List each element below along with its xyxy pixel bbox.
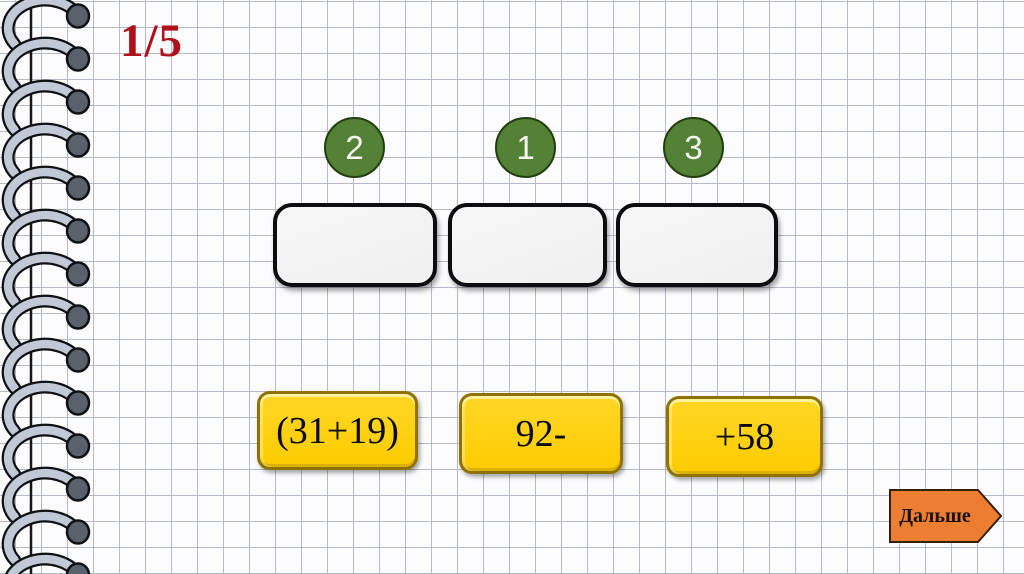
answer-slot-1[interactable]	[273, 203, 437, 287]
order-badge-1-label: 2	[345, 128, 364, 166]
slide-counter: 1/5	[120, 15, 184, 67]
spiral-binding-icon	[0, 0, 100, 574]
order-badge-3: 3	[663, 117, 724, 178]
order-badge-3-label: 3	[684, 128, 703, 166]
expression-card-1[interactable]: (31+19)	[257, 391, 418, 470]
expression-card-3-text: +58	[714, 415, 775, 458]
next-button-label: Дальше	[899, 504, 971, 527]
expression-card-1-text: (31+19)	[276, 409, 399, 452]
next-button[interactable]: Дальше	[889, 489, 1003, 543]
expression-card-2[interactable]: 92-	[459, 393, 623, 474]
order-badge-2: 1	[495, 117, 556, 178]
answer-slot-3[interactable]	[616, 203, 778, 287]
expression-card-3[interactable]: +58	[666, 396, 823, 477]
next-arrow-icon	[889, 489, 1003, 543]
expression-card-2-text: 92-	[515, 412, 567, 455]
answer-slot-2[interactable]	[448, 203, 607, 287]
order-badge-1: 2	[324, 117, 385, 178]
order-badge-2-label: 1	[516, 128, 535, 166]
